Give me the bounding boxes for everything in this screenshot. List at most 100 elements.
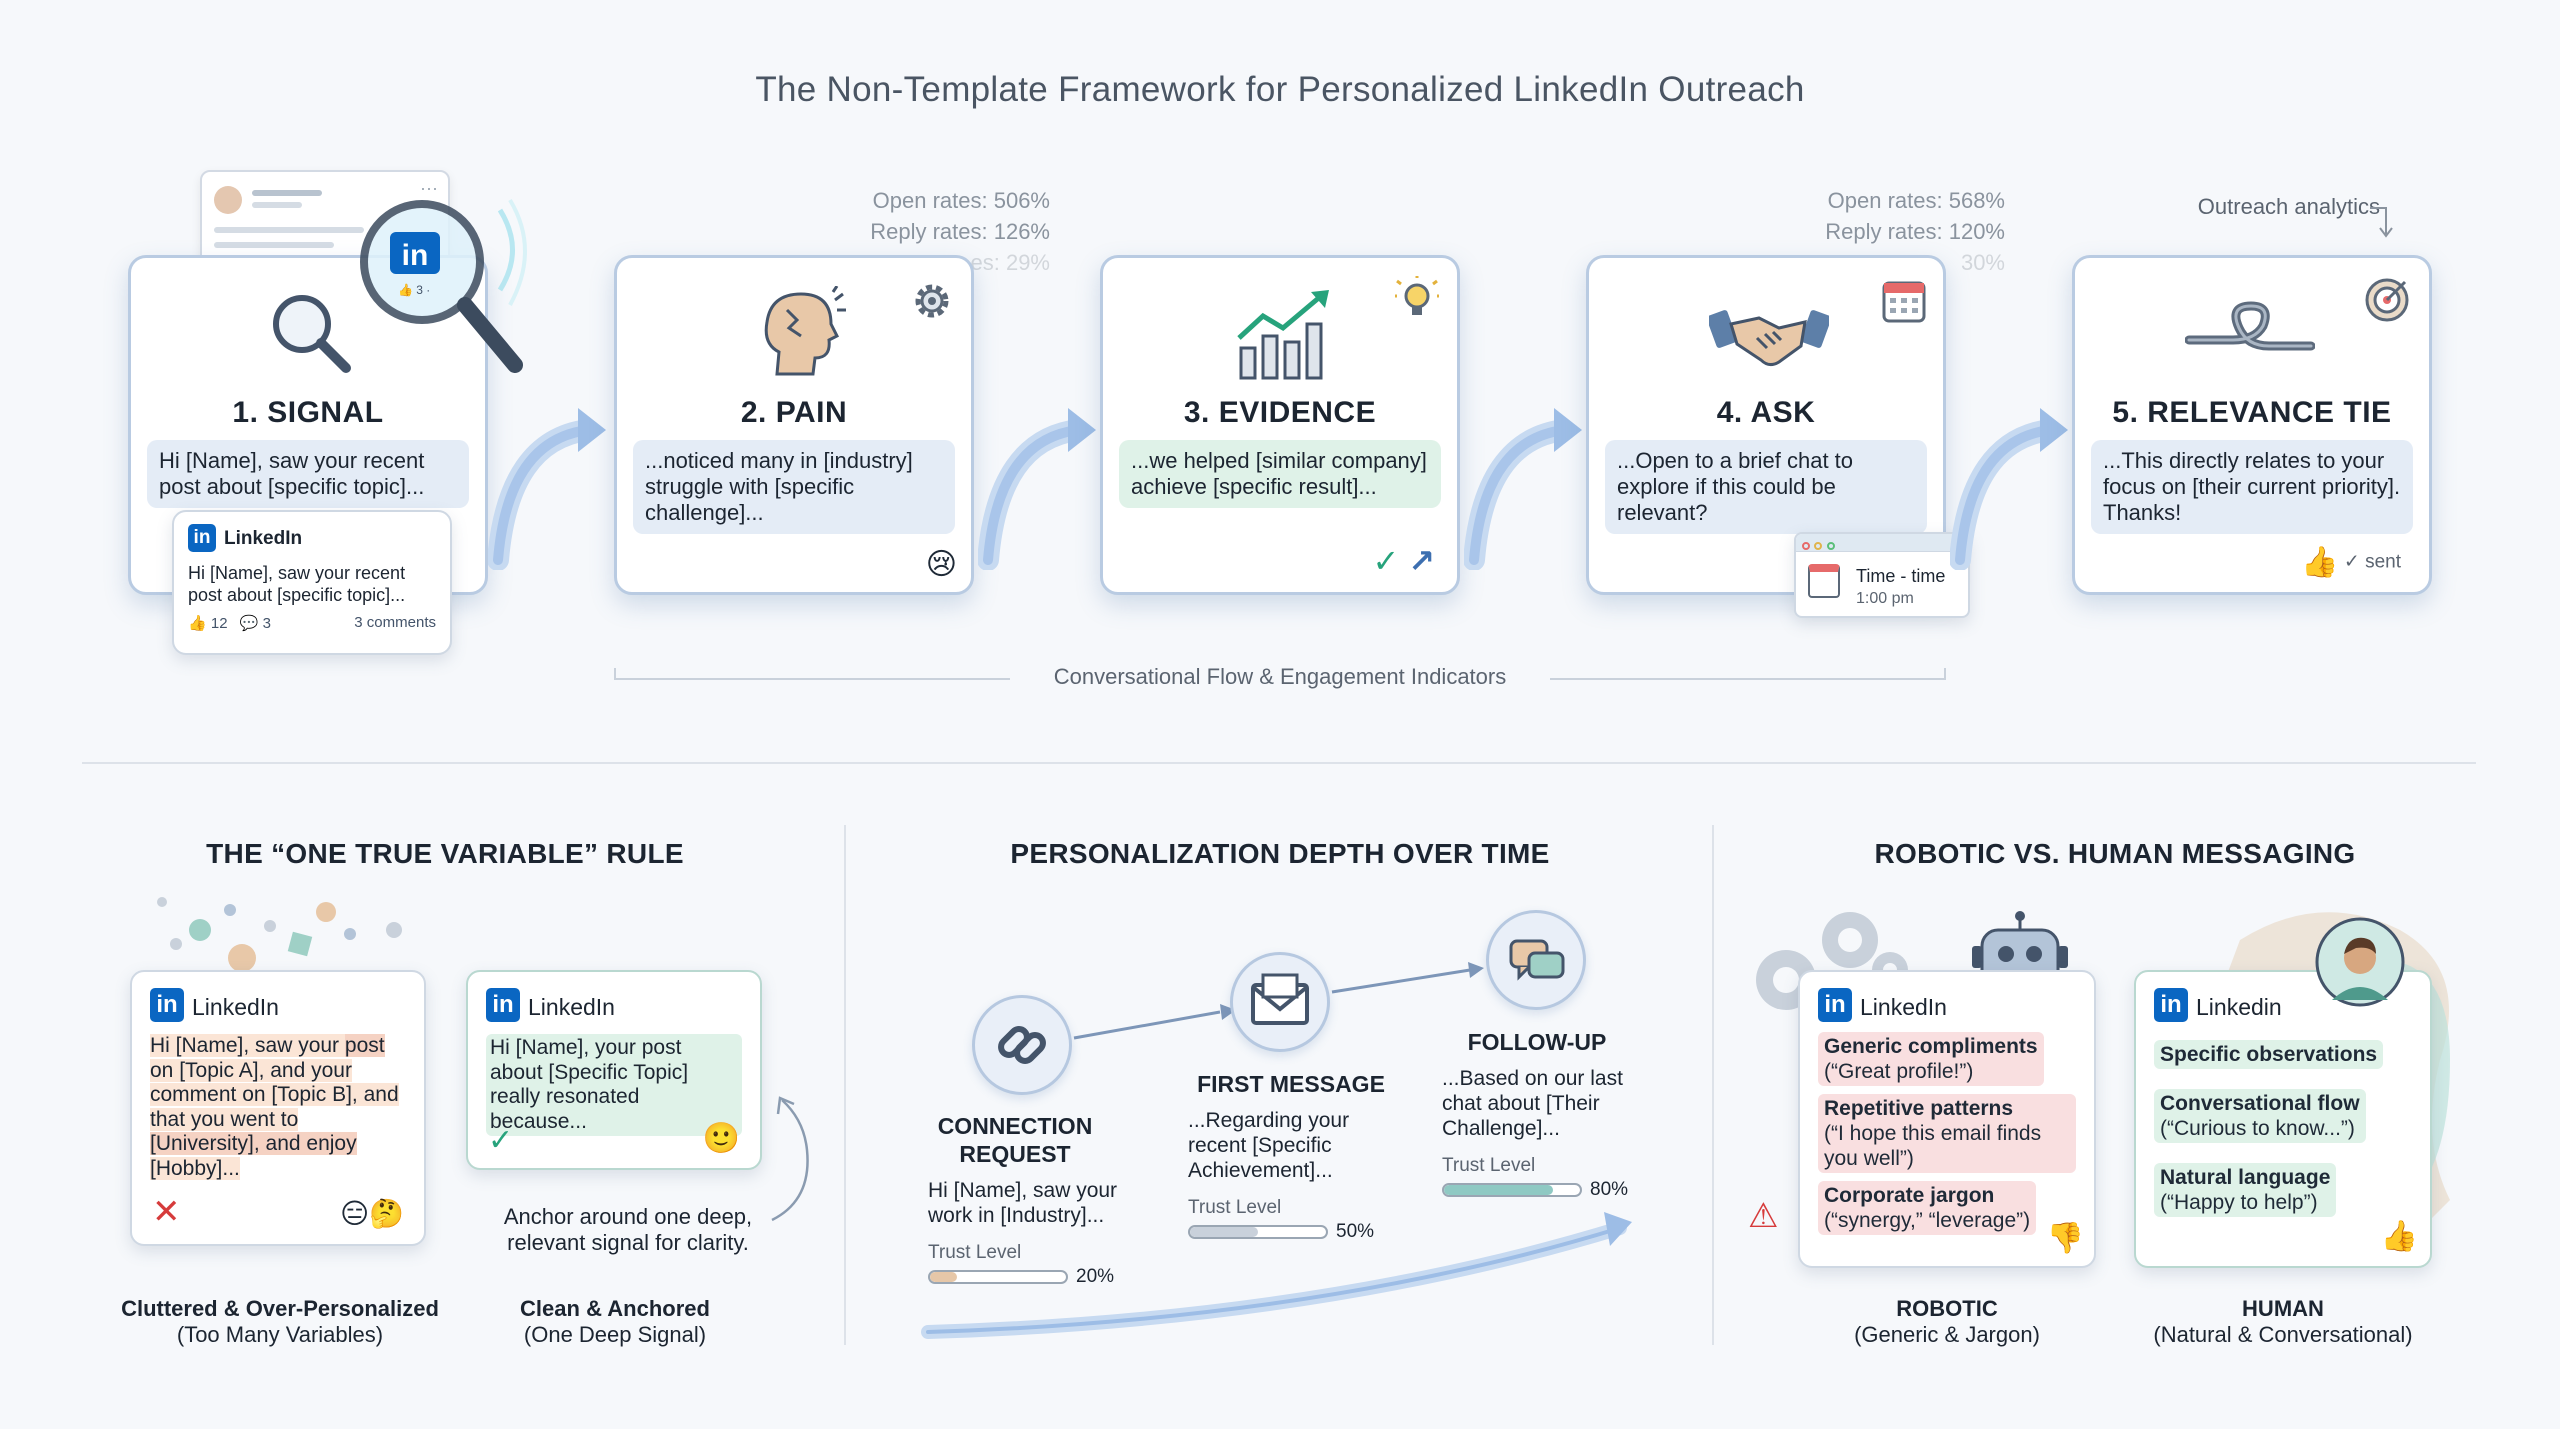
gear-icon <box>915 284 949 318</box>
reply-rate: Reply rates: 126% <box>870 219 1050 244</box>
calendar-icon <box>1808 564 1840 598</box>
trust-percent: 80% <box>1590 1179 1629 1200</box>
scattered-shapes-icon <box>157 897 402 970</box>
linkedin-logo-icon: in <box>486 988 520 1022</box>
trust-bar <box>1442 1183 1582 1197</box>
knot-icon <box>2185 301 2315 351</box>
stage-text: ...Regarding your recent [Specific Achie… <box>1188 1109 1350 1182</box>
chat-icon <box>1486 910 1586 1010</box>
depth-connectors <box>921 962 1632 1339</box>
section-title: ROBOTIC VS. HUMAN MESSAGING <box>1874 838 2356 869</box>
bad-caption: Cluttered & Over-Personalized(Too Many V… <box>121 1296 439 1347</box>
svg-text:👍 3 ·: 👍 3 · <box>398 283 430 297</box>
human-item: Specific observations <box>2154 1040 2384 1069</box>
reply-rate: Reply rates: 120% <box>1825 219 2005 244</box>
confused-face-icon: 😑🤔 <box>339 1198 404 1229</box>
magnifier-linkedin-icon: in 👍 3 · <box>360 198 527 373</box>
step-title: 1. SIGNAL <box>232 396 384 429</box>
card-brand: LinkedIn <box>192 994 279 1021</box>
popup-time: Time - time <box>1856 566 1946 586</box>
head-pain-icon <box>764 286 846 376</box>
schedule-popup[interactable]: Time - time 1:00 pm <box>1794 532 1970 618</box>
anchor-note: Anchor around one deep, relevant signal … <box>503 1204 753 1255</box>
good-message-card: in LinkedIn Hi [Name], your post about [S… <box>466 970 762 1170</box>
trust-bar <box>928 1270 1068 1284</box>
depth-stage-connection: CONNECTION REQUEST Hi [Name], saw your w… <box>920 1112 1135 1288</box>
thumbs-up-icon: 👍 <box>2301 546 2339 579</box>
robotic-item: Generic compliments(“Great profile!”) <box>1818 1032 2044 1086</box>
flow-label: Conversational Flow & Engagement Indicat… <box>1010 664 1550 690</box>
stats-block-b: Open rates: 568% Reply rates: 120% 30% <box>1735 185 2005 278</box>
sad-face-icon: 😢 <box>925 548 957 581</box>
human-item: Conversational flow(“Curious to know...”… <box>2154 1089 2366 1143</box>
like-count: 12 <box>210 615 228 632</box>
linkedin-logo-icon: in <box>2154 988 2188 1022</box>
step-card-pain: 2. PAIN ...noticed many in [industry] st… <box>614 255 974 595</box>
step-card-relevance: 5. RELEVANCE TIE ...This directly relate… <box>2072 255 2432 595</box>
trust-percent: 50% <box>1336 1221 1375 1242</box>
step-title: 2. PAIN <box>740 396 848 429</box>
open-rate: Open rates: 506% <box>872 188 1050 213</box>
section-title: PERSONALIZATION DEPTH OVER TIME <box>1010 838 1550 869</box>
flow-arrow <box>978 408 1096 570</box>
robotic-caption: ROBOTIC(Generic & Jargon) <box>1854 1296 2040 1347</box>
cluttered-message: Hi [Name], saw your post on [Topic A], a… <box>150 1034 399 1180</box>
step-message: ...noticed many in [industry] struggle w… <box>633 440 955 534</box>
stage-title: CONNECTION REQUEST <box>937 1113 1093 1167</box>
open-rate: Open rates: 568% <box>1827 188 2005 213</box>
envelope-icon <box>1230 952 1330 1052</box>
like-icon: 👍 <box>188 615 207 632</box>
flow-arrow <box>488 408 606 570</box>
step-message: Hi [Name], saw your recent post about [s… <box>147 440 469 508</box>
search-icon <box>273 295 351 373</box>
human-item: Natural language(“Happy to help”) <box>2154 1163 2337 1217</box>
linkedin-logo-icon: in <box>1818 988 1852 1022</box>
comment-count: 3 <box>262 615 271 632</box>
smile-face-icon: 🙂 <box>702 1122 740 1155</box>
curved-arrow <box>771 1096 809 1222</box>
flow-arrow <box>1950 408 2068 570</box>
sent-status: 👍 ✓ sent <box>2301 545 2401 580</box>
step-message: ...This directly relates to your focus o… <box>2091 440 2413 534</box>
linkedin-logo-icon: in <box>188 524 216 552</box>
faded-rate: es: 29% <box>970 250 1051 275</box>
anchored-message: Hi [Name], your post about [Specific Top… <box>486 1034 742 1136</box>
warning-icon: ⚠ <box>1748 1197 1779 1235</box>
corner-arrow-icon <box>2370 207 2393 238</box>
stats-block-a: Open rates: 506% Reply rates: 126% es: 2… <box>780 185 1050 278</box>
step-card-evidence: 3. EVIDENCE ...we helped [similar compan… <box>1100 255 1460 595</box>
target-icon <box>2365 278 2409 322</box>
check-icon: ✓ <box>2343 551 2360 573</box>
step-title: 4. ASK <box>1716 396 1816 429</box>
good-caption: Clean & Anchored(One Deep Signal) <box>520 1296 710 1347</box>
thumbs-up-icon: 👍 <box>2380 1220 2418 1253</box>
popup-brand: LinkedIn <box>224 527 303 549</box>
avatar <box>2315 917 2405 1007</box>
flow-arrow <box>1464 408 1582 570</box>
card-brand: LinkedIn <box>528 994 615 1021</box>
depth-stage-follow-up: FOLLOW-UP ...Based on our last chat abou… <box>1442 1028 1662 1201</box>
popup-text: Hi [Name], saw your recent post about [s… <box>188 563 406 605</box>
column-divider <box>1712 825 1714 1345</box>
comments-link[interactable]: 3 comments <box>354 614 436 631</box>
robotic-item: Repetitive patterns(“I hope this email f… <box>1818 1094 2076 1173</box>
calendar-icon <box>1882 281 1926 323</box>
card-brand: Linkedin <box>2196 994 2282 1021</box>
human-caption: HUMAN(Natural & Conversational) <box>2153 1296 2413 1347</box>
trust-percent: 20% <box>1076 1266 1115 1287</box>
faded-rate: 30% <box>1960 250 2005 275</box>
depth-stage-first-message: FIRST MESSAGE ...Regarding your recent [… <box>1186 1070 1396 1243</box>
section-title: THE “ONE TRUE VARIABLE” RULE <box>206 838 684 869</box>
growth-chart-icon <box>1237 290 1329 380</box>
step-title: 5. RELEVANCE TIE <box>2112 396 2392 429</box>
trust-label: Trust Level <box>1188 1197 1282 1218</box>
stage-text: Hi [Name], saw your work in [Industry]..… <box>928 1179 1118 1227</box>
check-icon: ✓ <box>488 1124 514 1157</box>
card-brand: LinkedIn <box>1860 994 1947 1021</box>
robotic-card: in LinkedIn Generic compliments(“Great pr… <box>1798 970 2096 1268</box>
x-mark-icon: ✕ <box>152 1193 181 1231</box>
column-divider <box>844 825 846 1345</box>
trust-label: Trust Level <box>928 1242 1022 1263</box>
stage-title: FIRST MESSAGE <box>1197 1071 1385 1097</box>
